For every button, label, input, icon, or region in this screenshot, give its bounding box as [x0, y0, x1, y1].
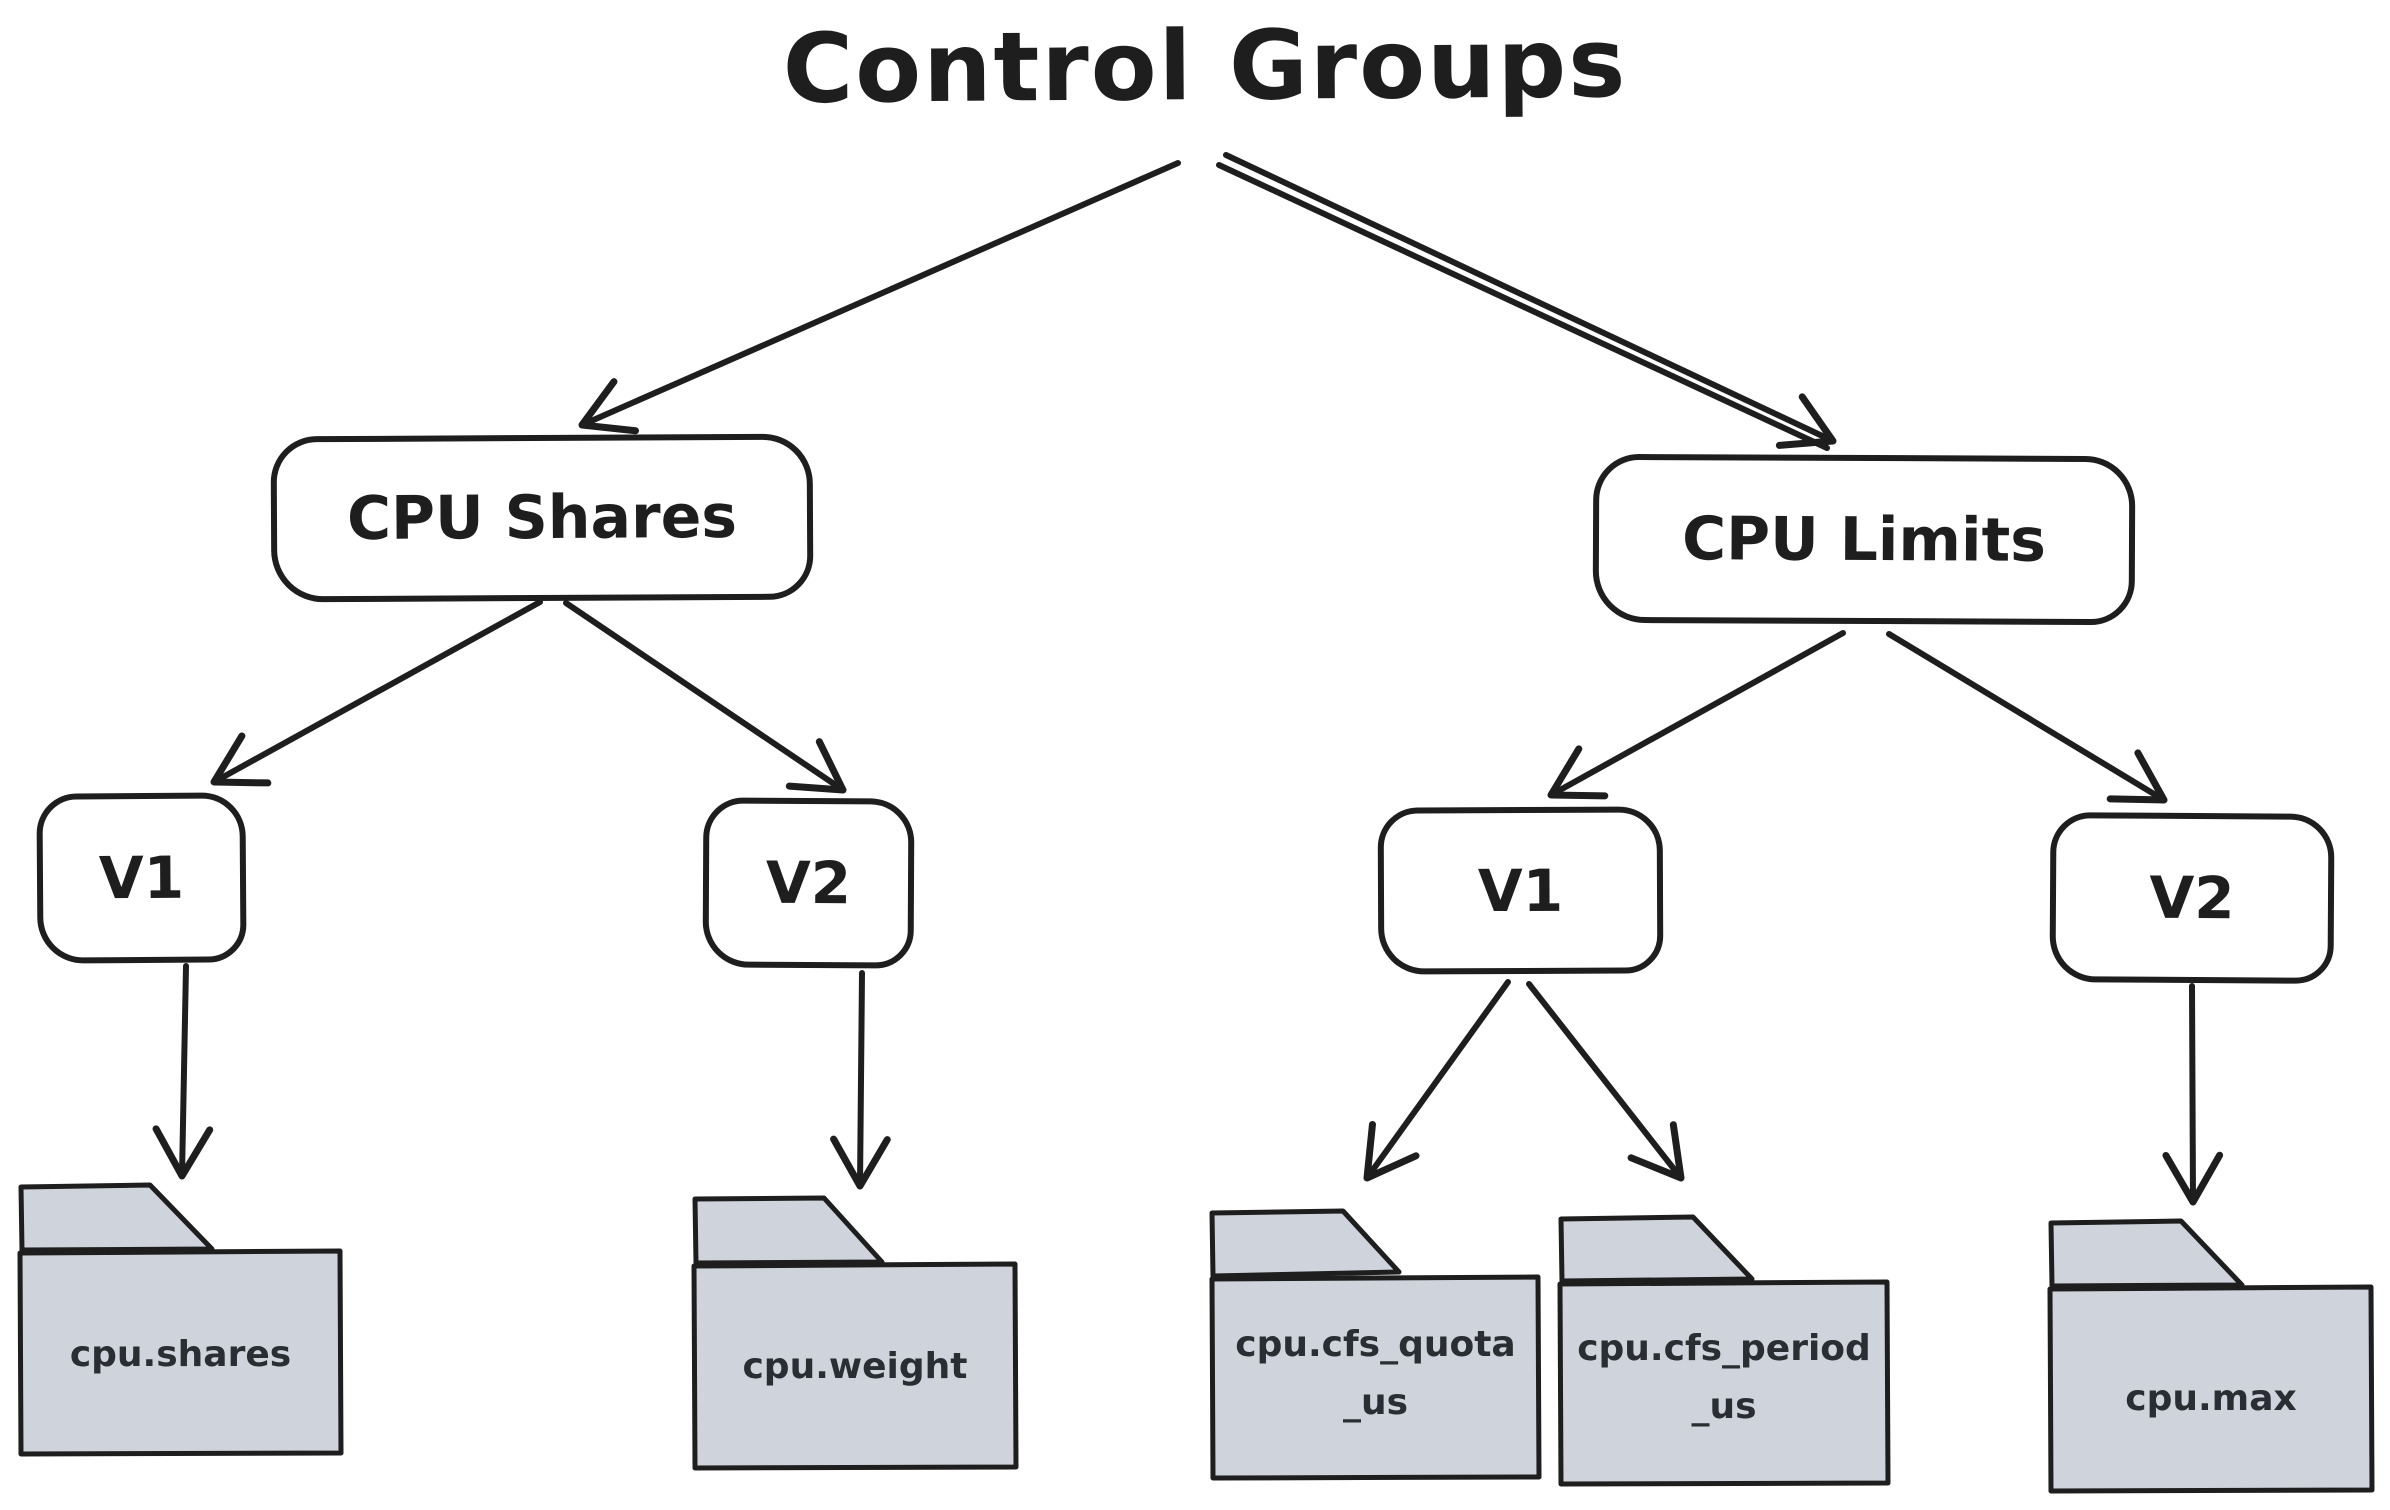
node-shares-v1: V1: [36, 792, 247, 964]
arrow-limits-v1-to-cfs-quota-folder: [1363, 979, 1511, 1182]
arrow-limits-v2-to-cpu-max-folder: [2162, 983, 2224, 1206]
arrow-control-groups-to-cpu-shares: [578, 160, 1181, 435]
arrow-cpu-shares-to-v1: [210, 599, 543, 787]
node-limits-v2-label: V2: [2149, 863, 2235, 933]
folder-icon-cpu-cfs-period: [1557, 1214, 1891, 1487]
node-cpu-shares-label: CPU Shares: [346, 481, 738, 555]
folder-label-cpu-cfs-period: cpu.cfs_period _us: [1577, 1328, 1871, 1427]
arrow-cpu-shares-to-v2: [563, 600, 847, 794]
folder-icon-cpu-cfs-quota: [1209, 1208, 1542, 1481]
node-limits-v1-label: V1: [1477, 856, 1564, 925]
folder-label-cpu-weight: cpu.weight: [742, 1346, 968, 1387]
arrow-shares-v1-to-cpu-shares-folder: [152, 963, 214, 1180]
arrow-cpu-limits-to-v2: [1886, 631, 2168, 804]
arrow-control-groups-to-cpu-limits: [1216, 152, 1837, 451]
node-shares-v2-label: V2: [765, 848, 852, 918]
node-cpu-limits: CPU Limits: [1592, 453, 2136, 626]
folder-label-cpu-max: cpu.max: [2125, 1378, 2297, 1419]
folder-icon-cpu-max: [2047, 1218, 2375, 1494]
node-shares-v2: V2: [702, 797, 915, 969]
diagram-title: Control Groups: [782, 7, 1628, 125]
folder-label-cpu-shares: cpu.shares: [69, 1334, 292, 1375]
node-cpu-shares: CPU Shares: [270, 433, 814, 603]
folder-icon-cpu-shares: [17, 1182, 344, 1457]
node-cpu-limits-label: CPU Limits: [1681, 503, 2047, 576]
node-limits-v2: V2: [2049, 812, 2335, 984]
node-limits-v1: V1: [1377, 806, 1664, 975]
node-shares-v1-label: V1: [98, 843, 185, 913]
arrow-limits-v1-to-cfs-period-folder: [1526, 981, 1685, 1182]
arrow-cpu-limits-to-v1: [1547, 630, 1846, 800]
arrow-shares-v2-to-cpu-weight-folder: [830, 970, 891, 1190]
folder-label-cpu-cfs-quota: cpu.cfs_quota _us: [1235, 1324, 1516, 1423]
folder-icon-cpu-weight: [691, 1195, 1019, 1471]
